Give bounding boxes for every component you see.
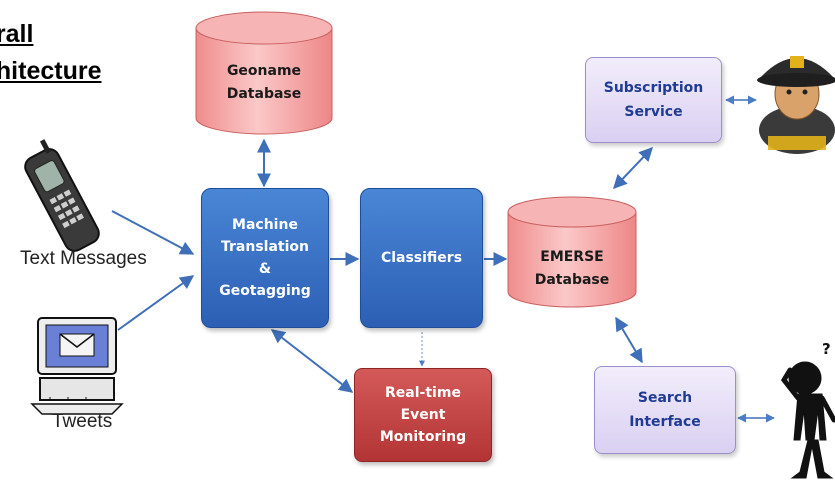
arrow-text-messages-to-mt	[111, 210, 195, 255]
cell-phone-icon	[24, 139, 100, 252]
tweets-label: Tweets	[52, 411, 113, 432]
subscription-service-box: Subscription Service	[585, 57, 722, 143]
realtime-line-2: Event	[400, 407, 446, 423]
thinking-person-icon: ?	[780, 340, 835, 479]
arrow-mt-realtime	[270, 329, 354, 393]
geoname-line-1: Geoname	[226, 63, 302, 79]
flow-arrows	[111, 95, 775, 423]
realtime-line-3: Monitoring	[379, 429, 467, 445]
emerse-database-cylinder	[507, 196, 637, 308]
subscription-line-1: Subscription	[603, 80, 704, 96]
svg-text:?: ?	[822, 340, 831, 358]
arrow-tweets-to-mt	[117, 275, 195, 331]
geoname-line-2: Database	[226, 86, 302, 102]
firefighter-icon	[757, 56, 835, 154]
subscription-line-2: Service	[624, 104, 683, 120]
arrow-emerse-search	[615, 316, 643, 364]
geoname-database-label: Geoname Database	[196, 60, 332, 106]
machine-translation-geotagging-box: Machine Translation & Geotagging	[201, 188, 329, 328]
mt-line-1: Machine	[232, 217, 298, 233]
search-interface-box: Search Interface	[594, 366, 736, 454]
emerse-database-label: EMERSE Database	[508, 246, 636, 292]
emerse-line-1: EMERSE	[540, 249, 604, 265]
computer-icon	[30, 317, 124, 415]
classifiers-label: Classifiers	[380, 250, 463, 266]
mt-line-2: Translation	[220, 239, 309, 255]
search-line-1: Search	[637, 390, 693, 406]
emerse-line-2: Database	[534, 272, 610, 288]
geoname-database-cylinder	[195, 11, 333, 135]
title-line-1: erall	[0, 20, 34, 48]
realtime-event-monitoring-box: Real-time Event Monitoring	[354, 368, 492, 462]
classifiers-box: Classifiers	[360, 188, 483, 328]
diagram-title: erall chitecture	[0, 16, 101, 90]
realtime-line-1: Real-time	[385, 385, 461, 401]
title-line-2: chitecture	[0, 57, 102, 85]
arrow-emerse-subscription	[613, 146, 653, 190]
text-messages-label: Text Messages	[20, 248, 147, 269]
mt-line-3: &	[258, 261, 272, 277]
search-line-2: Interface	[629, 414, 701, 430]
mt-line-4: Geotagging	[219, 283, 311, 299]
